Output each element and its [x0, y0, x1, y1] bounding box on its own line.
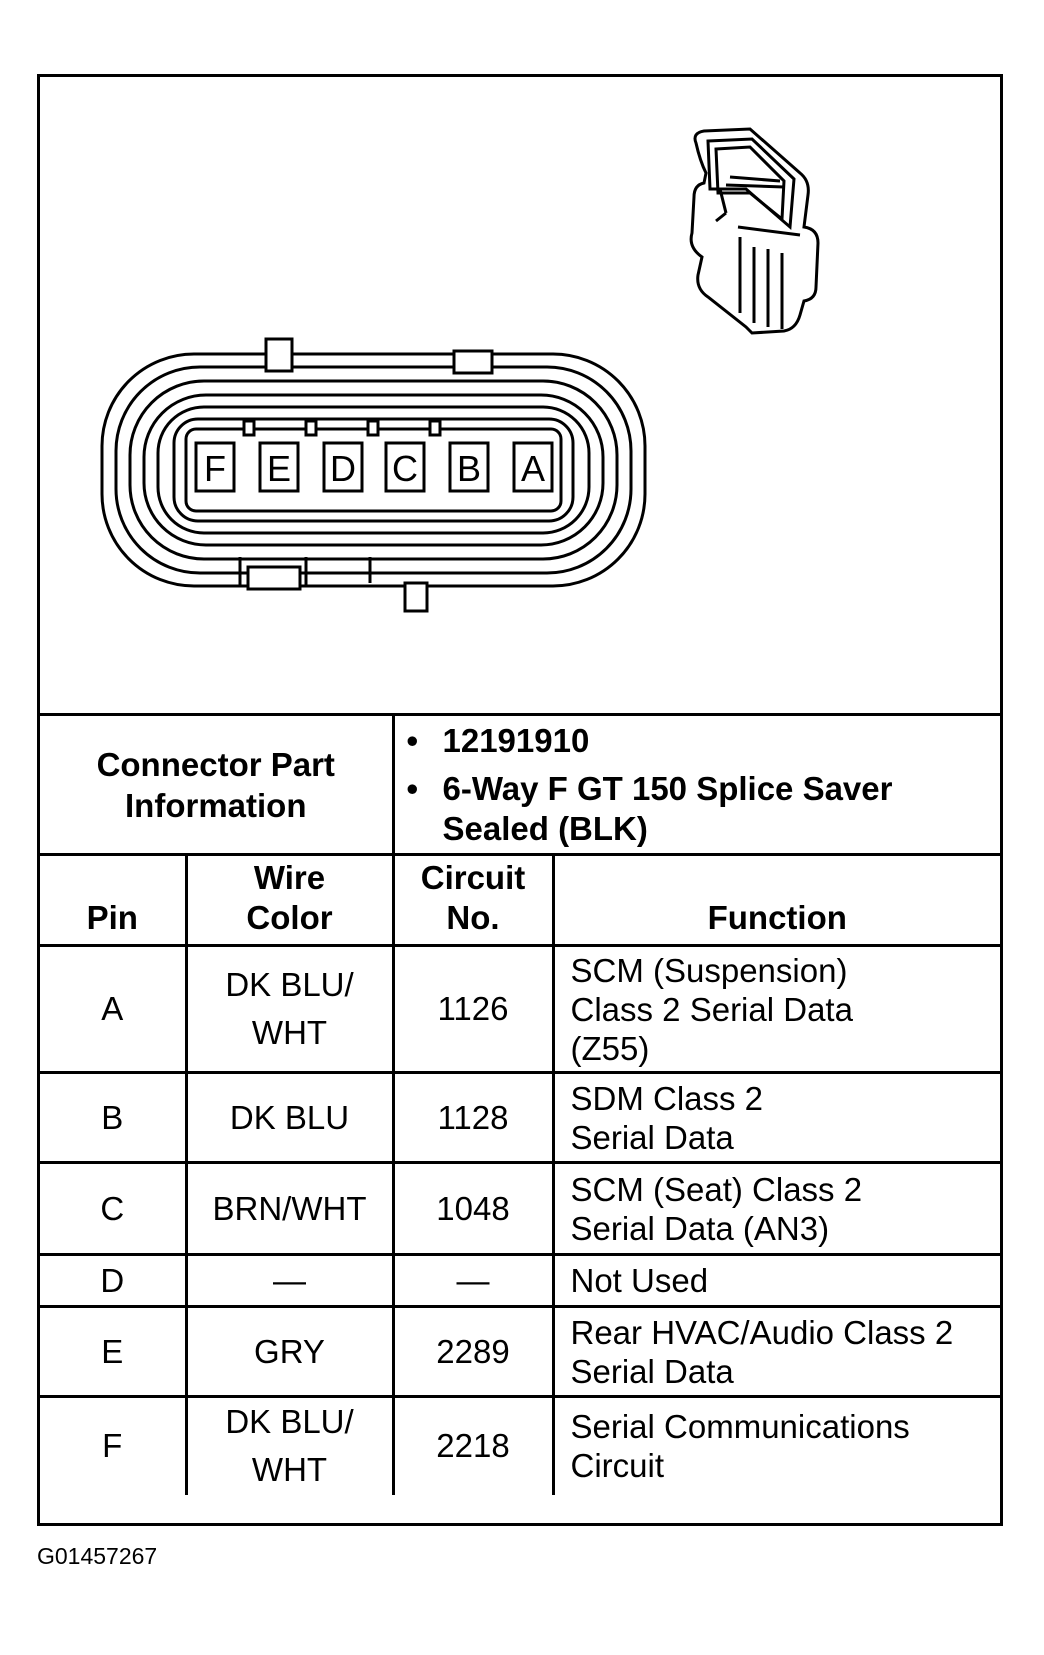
- function-cell: Not Used: [551, 1253, 1001, 1308]
- function-text: SDM Class 2 Serial Data: [570, 1079, 764, 1156]
- pin-letter: D: [330, 448, 356, 489]
- header-pin: Pin: [40, 853, 188, 947]
- wire-color-cell: —: [184, 1253, 395, 1308]
- pin-cell: E: [40, 1305, 188, 1398]
- circuit-cell: 2218: [391, 1395, 555, 1495]
- pin-letter: B: [457, 448, 481, 489]
- part-info-label-text: Connector Part Information: [96, 745, 335, 824]
- pin-letter: C: [392, 448, 418, 489]
- pin-cell: A: [40, 944, 188, 1074]
- function-text: Serial Communications Circuit: [570, 1408, 910, 1485]
- wire-color-cell: BRN/WHT: [184, 1161, 395, 1256]
- wire-color-cell: DK BLU: [184, 1071, 395, 1164]
- table-row: C BRN/WHT 1048 SCM (Seat) Class 2 Serial…: [40, 1161, 1001, 1256]
- connector-document: F E D C B A Connector Part Information 1…: [37, 74, 1003, 1526]
- header-circuit: Circuit No.: [391, 853, 555, 947]
- connector-face-drawing: F E D C B A: [100, 127, 820, 613]
- table-row: A DK BLU/ WHT 1126 SCM (Suspension) Clas…: [40, 944, 1001, 1074]
- function-text: Rear HVAC/Audio Class 2 Serial Data: [570, 1313, 954, 1390]
- function-text: SCM (Seat) Class 2 Serial Data (AN3): [570, 1170, 863, 1247]
- pin-letters: F E D C B A: [204, 448, 545, 489]
- circuit-cell: 1048: [391, 1161, 555, 1256]
- table-row: D — — Not Used: [40, 1253, 1001, 1308]
- circuit-cell: 1128: [391, 1071, 555, 1164]
- function-cell: SCM (Suspension) Class 2 Serial Data (Z5…: [551, 944, 1001, 1074]
- table-row: F DK BLU/ WHT 2218 Serial Communications…: [40, 1395, 1001, 1495]
- function-text: SCM (Suspension) Class 2 Serial Data (Z5…: [570, 951, 853, 1067]
- pin-cell: D: [40, 1253, 188, 1308]
- table-row: E GRY 2289 Rear HVAC/Audio Class 2 Seria…: [40, 1305, 1001, 1398]
- pin-cell: B: [40, 1071, 188, 1164]
- header-function: Function: [551, 853, 1001, 947]
- header-circuit-text: Circuit No.: [420, 859, 526, 936]
- pinout-table: Connector Part Information 12191910 6-Wa…: [40, 713, 1001, 1495]
- connector-illustration: F E D C B A: [40, 77, 1000, 716]
- wire-color-cell: GRY: [184, 1305, 395, 1398]
- circuit-cell: 1126: [391, 944, 555, 1074]
- function-cell: SDM Class 2 Serial Data: [551, 1071, 1001, 1164]
- table-row: B DK BLU 1128 SDM Class 2 Serial Data: [40, 1071, 1001, 1164]
- part-info-label: Connector Part Information: [40, 713, 395, 856]
- circuit-cell: —: [391, 1253, 555, 1308]
- figure-id: G01457267: [37, 1543, 158, 1569]
- pin-letter: E: [267, 448, 291, 489]
- part-number: 12191910: [407, 721, 1001, 761]
- function-cell: SCM (Seat) Class 2 Serial Data (AN3): [551, 1161, 1001, 1256]
- pin-cell: F: [40, 1395, 188, 1495]
- part-info-list: 12191910 6-Way F GT 150 Splice Saver Sea…: [391, 713, 1001, 856]
- function-cell: Serial Communications Circuit: [551, 1395, 1001, 1495]
- header-wire-color: Wire Color: [184, 853, 395, 947]
- wire-color-text: DK BLU/ WHT: [225, 966, 354, 1051]
- pin-letter: A: [521, 448, 545, 489]
- function-cell: Rear HVAC/Audio Class 2 Serial Data: [551, 1305, 1001, 1398]
- pin-letter: F: [204, 448, 226, 489]
- part-description: 6-Way F GT 150 Splice Saver Sealed (BLK): [407, 769, 1001, 849]
- circuit-cell: 2289: [391, 1305, 555, 1398]
- wire-color-text: DK BLU/ WHT: [225, 1403, 354, 1489]
- wire-color-cell: DK BLU/ WHT: [184, 1395, 395, 1495]
- table-header-row: Pin Wire Color Circuit No. Function: [40, 853, 1001, 947]
- header-wire-color-text: Wire Color: [246, 859, 333, 936]
- part-info-row: Connector Part Information 12191910 6-Wa…: [40, 713, 1001, 856]
- wire-color-cell: DK BLU/ WHT: [184, 944, 395, 1074]
- pin-cell: C: [40, 1161, 188, 1256]
